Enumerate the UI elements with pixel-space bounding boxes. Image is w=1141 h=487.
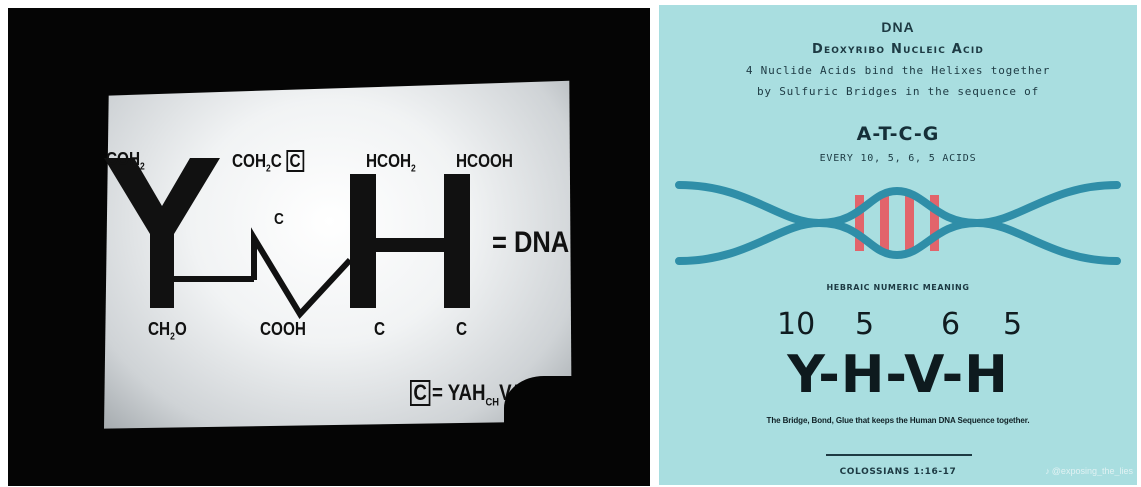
letter-y-shape <box>104 158 220 308</box>
bridge-caption: The Bridge, Bond, Glue that keeps the Hu… <box>766 416 1030 425</box>
yhvh-letters: Y-H-V-H <box>787 345 1009 405</box>
hebraic-label: HEBRAIC NUMERIC MEANING <box>826 283 970 292</box>
number-value: 5 <box>1003 307 1023 342</box>
zigzag-bond <box>251 227 353 319</box>
helix-rung <box>905 193 914 253</box>
label-cooh: COOH <box>260 319 306 339</box>
tiktok-icon: ♪ <box>1045 466 1050 476</box>
label-hcooh: HCOOH <box>456 151 513 171</box>
nucleotide-sequence: A-T-C-G <box>856 123 940 145</box>
label-coh2c: COH2C C <box>232 150 306 175</box>
letter-h-cross-bar <box>376 238 444 252</box>
number-value: 6 <box>941 307 961 342</box>
card-description-line-2: by Sulfuric Bridges in the sequence of <box>756 85 1040 98</box>
card-title: DNA <box>881 19 915 35</box>
label-ch2o: CH2O <box>148 319 187 343</box>
photo-obstruction <box>504 376 574 436</box>
watermark-handle: @exposing_the_lies <box>1051 466 1133 476</box>
label-c-bottom-left: C <box>374 319 386 339</box>
helix-strand-b <box>675 218 1121 265</box>
card-description-line-1: 4 Nuclide Acids bind the Helixes togethe… <box>745 64 1051 77</box>
numeric-values: 10 5 6 5 <box>659 307 1137 347</box>
acid-interval-text: EVERY 10, 5, 6, 5 ACIDS <box>819 153 977 164</box>
chemical-diagram: COH2 COH2C C HCOH2 HCOOH C = DNA CH2O CO… <box>104 66 574 436</box>
label-coh2-left: COH2 <box>106 149 145 173</box>
letter-h-right-bar <box>444 174 470 308</box>
slide-photo: COH2 COH2C C HCOH2 HCOOH C = DNA CH2O CO… <box>8 8 650 486</box>
letter-h-left-bar <box>350 174 376 308</box>
card-subtitle: Deoxyribo Nucleic Acid <box>811 42 985 57</box>
projection-screen <box>104 80 572 429</box>
yhvh-letter-shapes <box>104 158 470 319</box>
watermark: ♪@exposing_the_lies <box>1045 466 1133 476</box>
equals-dna: = DNA <box>492 226 570 259</box>
label-middle-c: C <box>274 211 284 228</box>
helix-rung <box>930 195 939 251</box>
divider-line <box>826 454 972 456</box>
helix-strand-a <box>675 181 1121 228</box>
boxed-c: C <box>286 150 304 172</box>
y-bond-line <box>174 276 254 282</box>
dna-infographic: DNA Deoxyribo Nucleic Acid 4 Nuclide Aci… <box>659 5 1137 485</box>
number-value: 10 <box>777 307 816 342</box>
dna-helix-icon <box>675 181 1121 265</box>
label-hcoh2: HCOH2 <box>366 151 416 175</box>
helix-rung <box>880 193 889 253</box>
legend-boxed-c: C <box>410 380 431 406</box>
number-value: 5 <box>855 307 875 342</box>
label-c-bottom-right: C <box>456 319 468 339</box>
helix-rung <box>855 195 864 251</box>
verse-reference: COLOSSIANS 1:16-17 <box>839 467 957 477</box>
